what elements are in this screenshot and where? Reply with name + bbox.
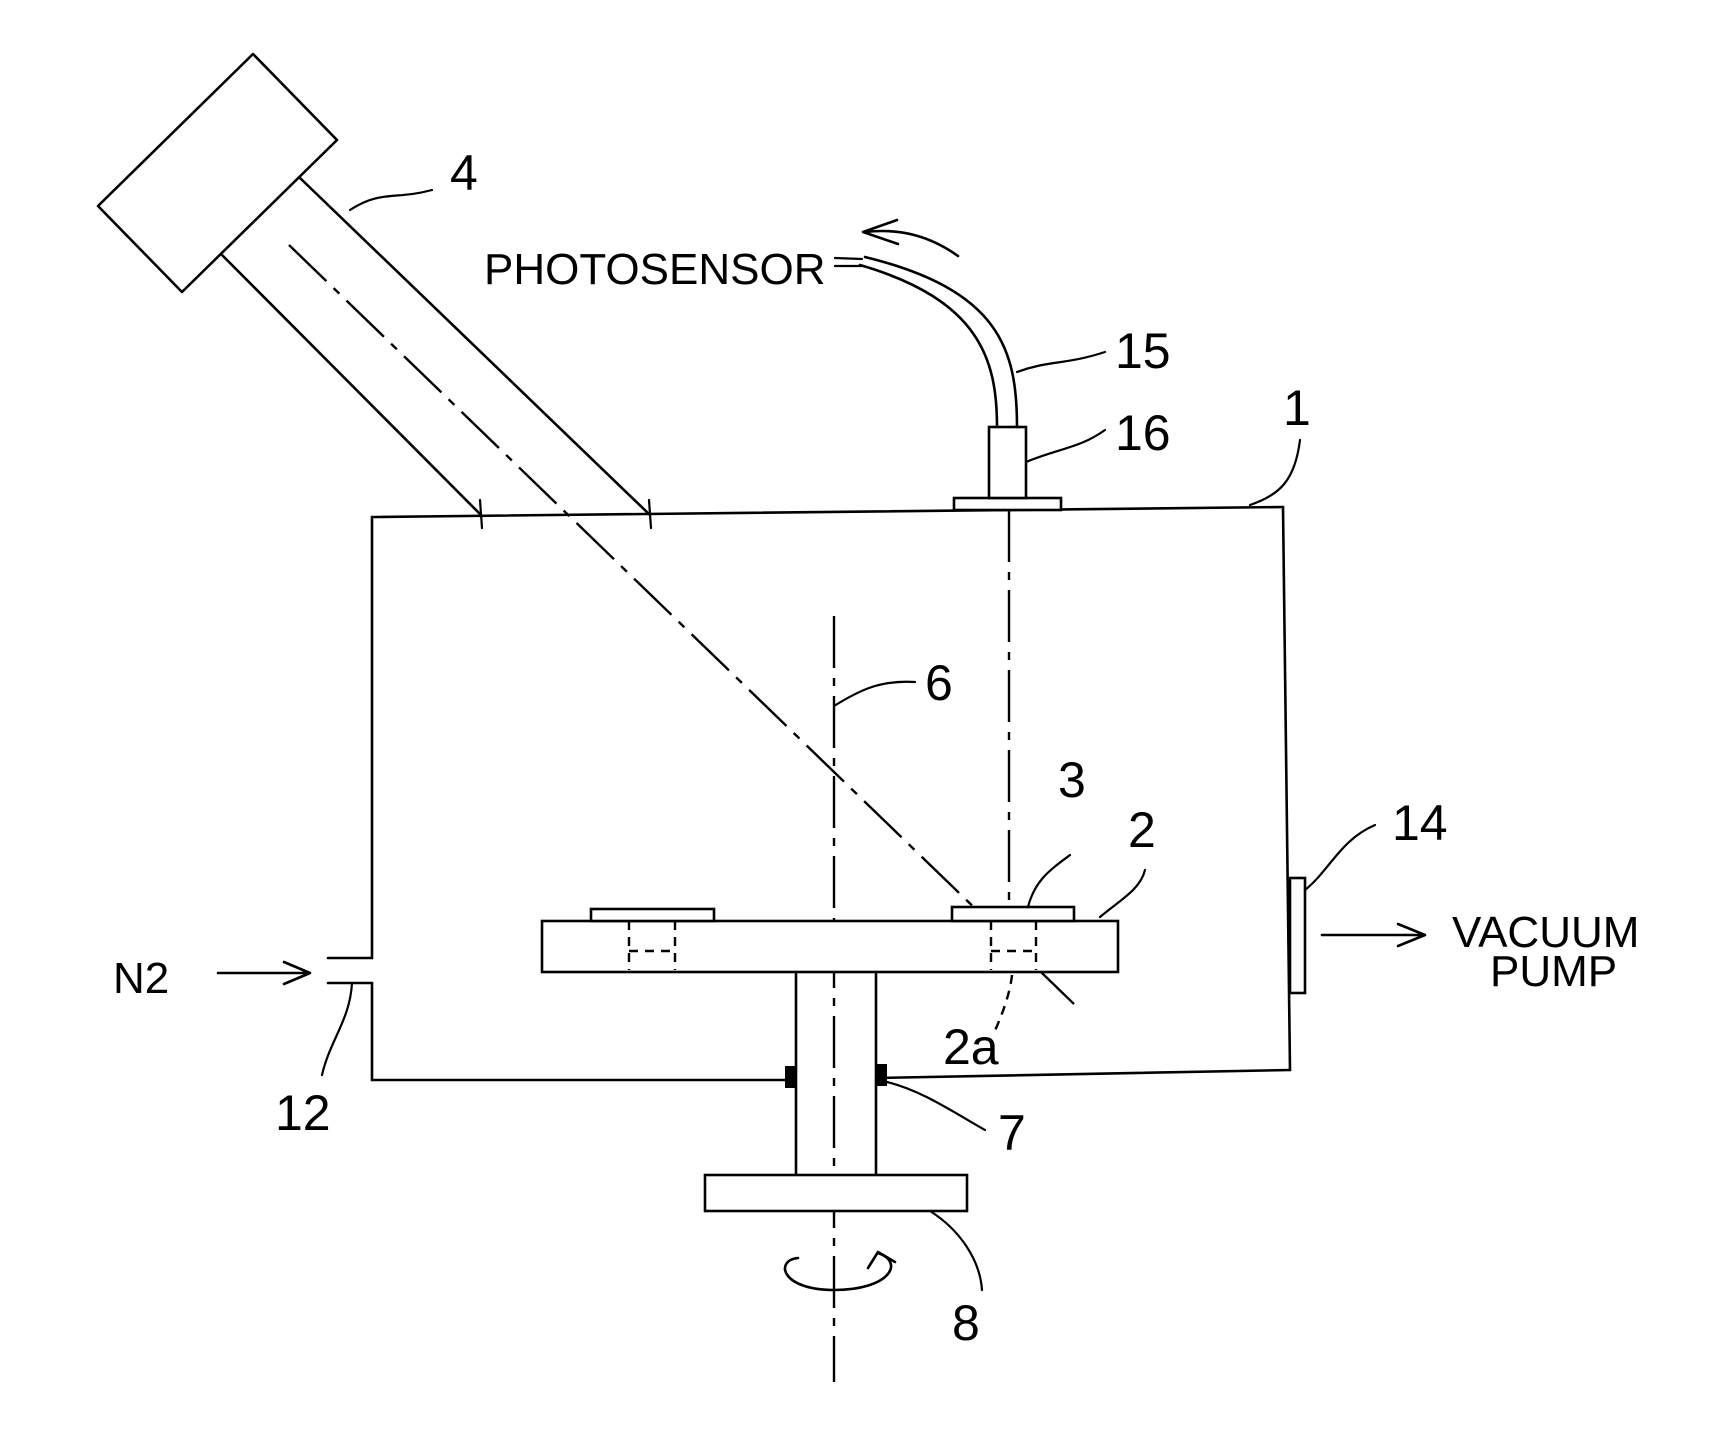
optical-fiber-2 xyxy=(865,257,1017,427)
exhaust-port xyxy=(1290,878,1305,993)
fiber-holder-flange xyxy=(954,498,1061,510)
gas-inlet-pipe xyxy=(328,958,372,983)
label-axis: 6 xyxy=(925,655,953,711)
chamber-outline xyxy=(372,507,1290,1080)
leader-line-6 xyxy=(834,682,915,706)
label-fiber-holder: 16 xyxy=(1115,405,1171,461)
seal-left xyxy=(785,1066,796,1088)
gas-arrow xyxy=(218,962,310,984)
fiber-end-lines xyxy=(835,258,862,266)
gas-label: N2 xyxy=(113,954,169,1003)
label-gas-inlet: 12 xyxy=(275,1085,331,1141)
light-beam xyxy=(289,245,1075,1005)
label-chamber: 1 xyxy=(1283,380,1311,436)
label-table: 2 xyxy=(1128,802,1156,858)
motor-base xyxy=(705,1175,967,1211)
vacuum-label-line2: PUMP xyxy=(1490,947,1617,996)
photosensor-arrow xyxy=(865,231,958,256)
label-sample: 3 xyxy=(1058,752,1086,808)
vacuum-arrow xyxy=(1322,924,1425,946)
label-table-hole: 2a xyxy=(943,1019,999,1075)
label-seal: 7 xyxy=(998,1105,1026,1161)
sample xyxy=(952,907,1074,921)
label-motor-base: 8 xyxy=(952,1295,980,1351)
label-light-source: 4 xyxy=(450,145,478,201)
leader-line-8 xyxy=(930,1211,982,1290)
leader-line-16 xyxy=(1026,430,1105,462)
label-exhaust-port: 14 xyxy=(1392,795,1448,851)
leader-line-12 xyxy=(322,983,352,1075)
leader-line-14 xyxy=(1305,825,1375,890)
light-source-barrel xyxy=(222,178,651,528)
leader-line-3 xyxy=(1028,855,1070,907)
photosensor-label: PHOTOSENSOR xyxy=(484,245,825,294)
seal-right xyxy=(876,1064,887,1086)
leader-line-2 xyxy=(1100,870,1145,917)
leader-line-15 xyxy=(1017,352,1105,372)
leader-line-4 xyxy=(350,190,432,210)
label-fiber: 15 xyxy=(1115,323,1171,379)
leader-line-1 xyxy=(1250,440,1300,505)
fiber-holder xyxy=(989,427,1026,498)
optical-fiber xyxy=(860,265,997,427)
table-pad-left xyxy=(591,909,714,921)
leader-line-7 xyxy=(887,1082,985,1130)
